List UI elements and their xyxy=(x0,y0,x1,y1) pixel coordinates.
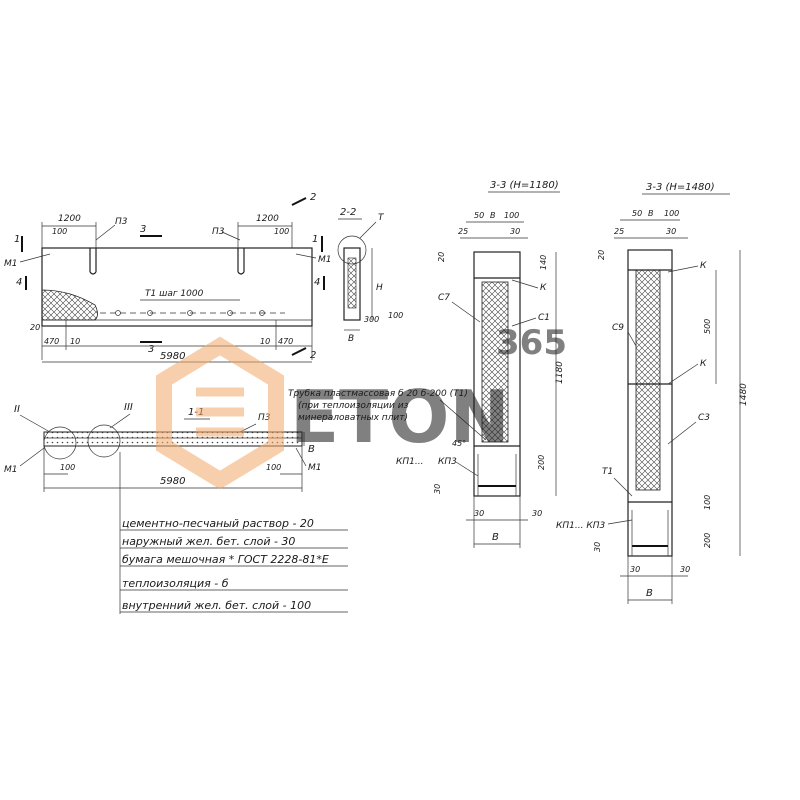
watermark: ETON 365 xyxy=(156,323,567,490)
legend-item-4: теплоизоляция - б xyxy=(122,577,229,590)
dim-470-right: 470 xyxy=(278,337,293,346)
col-a-dim-140: 140 xyxy=(539,255,548,270)
section-3-3-h1180: 3-3 (Н=1180) 50 В 100 25 30 20 140 1180 … xyxy=(396,180,565,548)
watermark-number: 365 xyxy=(496,323,567,363)
sec11-m1-left: М1 xyxy=(4,465,18,475)
col-b-dim-100-b: 100 xyxy=(703,495,712,510)
col-b-t1-label: Т1 xyxy=(602,467,613,477)
watermark-brand: ETON xyxy=(290,375,510,459)
label-III: III xyxy=(124,402,133,413)
col-a-c1-label: С1 xyxy=(538,313,550,323)
col-b-dim-b: В xyxy=(648,209,654,218)
col-b-c3-label: С3 xyxy=(698,413,710,423)
col-b-dim-20: 20 xyxy=(597,250,606,260)
col-b-k-mid-label: К xyxy=(700,359,707,369)
col-a-dim-100: 100 xyxy=(504,211,519,220)
col-a-c7-label: С7 xyxy=(438,293,450,303)
dim-10-right: 10 xyxy=(260,337,270,346)
sec11-m1-right: М1 xyxy=(308,463,322,473)
section-mark-3-top: 3 xyxy=(140,224,146,235)
layer-legend: цементно-песчаный раствор - 20 наружный … xyxy=(120,517,348,613)
dim-470-left: 470 xyxy=(44,337,59,346)
section-2-2-title: 2-2 xyxy=(340,207,356,218)
col-b-dim-500: 500 xyxy=(703,319,712,334)
p3-label-left: П3 xyxy=(115,217,128,227)
m1-label-left: М1 xyxy=(4,259,18,269)
sec22-dim-100: 100 xyxy=(388,311,403,320)
col-b-dim-200: 200 xyxy=(703,533,712,548)
section-mark-2-top: 2 xyxy=(310,192,316,203)
col-b-kp-label: КП1... КП3 xyxy=(556,521,605,531)
col-b-dim-100: 100 xyxy=(664,209,679,218)
t1-step-label: Т1 шаг 1000 xyxy=(145,289,204,299)
col-b-b-bottom: В xyxy=(646,588,653,599)
col-b-dim-1480: 1480 xyxy=(739,383,749,406)
dim-5980-plan: 5980 xyxy=(160,351,185,362)
section-mark-4-left: 4 xyxy=(16,277,22,288)
tube-note-line-1: Трубка пластмассовая б 20 б-200 (Т1) xyxy=(288,389,468,399)
sec22-dim-300: 300 xyxy=(364,315,379,324)
dim-20: 20 xyxy=(30,323,40,332)
col-b-dim-30: 30 xyxy=(666,227,676,236)
section-mark-1-right: 1 xyxy=(312,234,318,245)
dim-1200-right: 1200 xyxy=(256,214,279,224)
watermark-logo-inner-icon xyxy=(196,387,244,437)
tube-note-line-3: минераловатных плит) xyxy=(298,413,408,423)
sec11-p3-label: П3 xyxy=(258,413,271,423)
dim-1200-left: 1200 xyxy=(58,214,81,224)
tube-note: Трубка пластмассовая б 20 б-200 (Т1) (пр… xyxy=(288,389,487,441)
section-mark-4-right: 4 xyxy=(314,277,320,288)
col-a-dim-b: В xyxy=(490,211,496,220)
watermark-logo-icon xyxy=(156,336,284,490)
section-mark-1-left: 1 xyxy=(14,234,20,245)
tube-note-line-2: (при теплоизоляции из xyxy=(298,401,409,411)
col-b-dim-30-left: 30 xyxy=(630,565,640,574)
col-b-dim-50: 50 xyxy=(632,209,642,218)
sec11-dim-5980: 5980 xyxy=(160,476,185,487)
section-mark-2-bottom: 2 xyxy=(310,350,316,361)
dim-10-left: 10 xyxy=(70,337,80,346)
col-a-b-bottom: В xyxy=(492,532,499,543)
dim-100-right: 100 xyxy=(274,227,289,236)
sec22-b-label: В xyxy=(348,334,354,344)
section-3-3-b-title: 3-3 (Н=1480) xyxy=(646,182,715,193)
sec11-dim-100-left: 100 xyxy=(60,463,75,472)
col-a-dim-20: 20 xyxy=(437,252,446,262)
col-a-dim-30-right: 30 xyxy=(532,509,542,518)
col-a-dim-50: 50 xyxy=(474,211,484,220)
sec22-t-label: Т xyxy=(378,213,385,223)
sec11-b-label: В xyxy=(308,444,315,455)
legend-item-1: цементно-песчаный раствор - 20 xyxy=(122,517,314,530)
col-a-angle-45: 45° xyxy=(452,439,466,448)
legend-item-2: наружный жел. бет. слой - 30 xyxy=(122,535,295,548)
sec22-h-label: Н xyxy=(376,283,383,293)
col-a-dim-30-left: 30 xyxy=(474,509,484,518)
col-a-dim-30: 30 xyxy=(510,227,520,236)
col-b-dim-25: 25 xyxy=(614,227,624,236)
section-3-3-h1480: 3-3 (Н=1480) 50 В 100 25 30 20 1480 500 … xyxy=(556,182,749,604)
col-a-kp1-label: КП1... xyxy=(396,457,423,467)
label-II: II xyxy=(14,404,20,415)
col-a-dim-25: 25 xyxy=(458,227,468,236)
col-b-c9-label: С9 xyxy=(612,323,624,333)
col-b-k-top-label: К xyxy=(700,261,707,271)
plan-view: Т1 шаг 1000 1200 100 1200 100 П3 П3 3 3 … xyxy=(4,192,332,363)
section-mark-3-bottom: 3 xyxy=(148,344,154,355)
p3-label-right: П3 xyxy=(212,227,225,237)
dim-100-left: 100 xyxy=(52,227,67,236)
col-a-dim-30-b: 30 xyxy=(433,484,442,494)
col-a-dim-1180: 1180 xyxy=(555,361,565,384)
col-b-dim-30-b: 30 xyxy=(593,542,602,552)
m1-label-right: М1 xyxy=(318,255,332,265)
col-a-dim-200: 200 xyxy=(537,455,546,470)
col-a-kp3-label: КП3 xyxy=(438,457,457,467)
section-2-2: 2-2 Т Н 300 В 100 xyxy=(337,207,403,344)
section-3-3-a-title: 3-3 (Н=1180) xyxy=(490,180,559,191)
legend-item-3: бумага мешочная * ГОСТ 2228-81*Е xyxy=(122,553,329,566)
col-b-dim-30-right: 30 xyxy=(680,565,690,574)
col-a-k-label: К xyxy=(540,283,547,293)
sec11-dim-100-right: 100 xyxy=(266,463,281,472)
legend-item-5: внутренний жел. бет. слой - 100 xyxy=(122,599,311,612)
